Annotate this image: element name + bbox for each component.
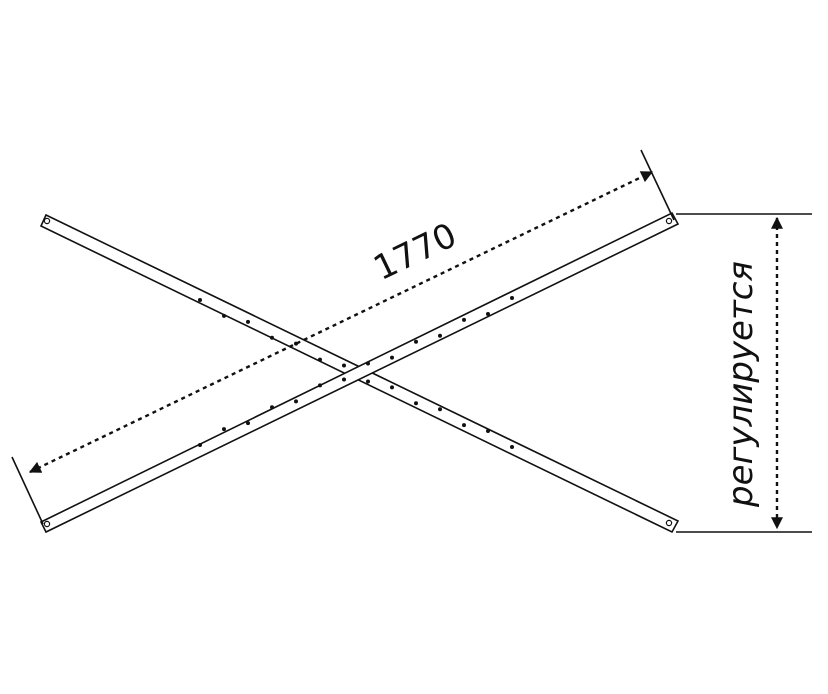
height-label: регулируется <box>721 261 761 508</box>
adjustment-hole <box>318 383 322 388</box>
adjustment-hole <box>246 319 250 324</box>
adjustment-hole <box>486 311 490 316</box>
adjustment-hole <box>342 363 346 368</box>
length-extension-line-right <box>640 149 675 221</box>
adjustment-hole <box>246 421 250 426</box>
end-hole-bottom-left <box>43 520 51 528</box>
adjustment-hole <box>198 298 202 302</box>
adjustment-hole <box>414 339 418 344</box>
adjustment-hole <box>366 379 370 384</box>
adjustment-hole <box>342 377 346 382</box>
adjustment-hole <box>438 407 442 412</box>
adjustment-hole <box>318 357 322 362</box>
adjustment-hole <box>486 429 490 434</box>
adjustment-hole <box>414 401 418 406</box>
adjustment-hole <box>462 423 466 428</box>
adjustment-hole <box>366 361 370 366</box>
adjustment-hole <box>222 427 226 432</box>
adjustment-hole <box>294 399 298 404</box>
length-label: 1770 <box>368 215 463 289</box>
adjustment-hole <box>510 296 514 301</box>
adjustment-hole <box>222 313 226 318</box>
length-dimension: 1770 <box>11 149 675 525</box>
adjustment-hole <box>390 385 394 390</box>
adjustment-hole <box>270 405 274 410</box>
adjustment-hole <box>270 335 274 340</box>
length-extension-line-left <box>11 456 44 525</box>
adjustment-hole <box>510 444 514 449</box>
adjustment-hole <box>390 355 394 360</box>
adjustment-hole <box>438 333 442 338</box>
end-hole-bottom-right <box>665 519 673 527</box>
end-hole-top-left <box>43 217 51 225</box>
adjustment-hole <box>462 317 466 322</box>
adjustment-hole <box>198 443 202 447</box>
end-hole-top-right <box>665 217 673 225</box>
height-dimension: регулируется <box>676 213 812 533</box>
length-dimension-line <box>28 170 654 474</box>
